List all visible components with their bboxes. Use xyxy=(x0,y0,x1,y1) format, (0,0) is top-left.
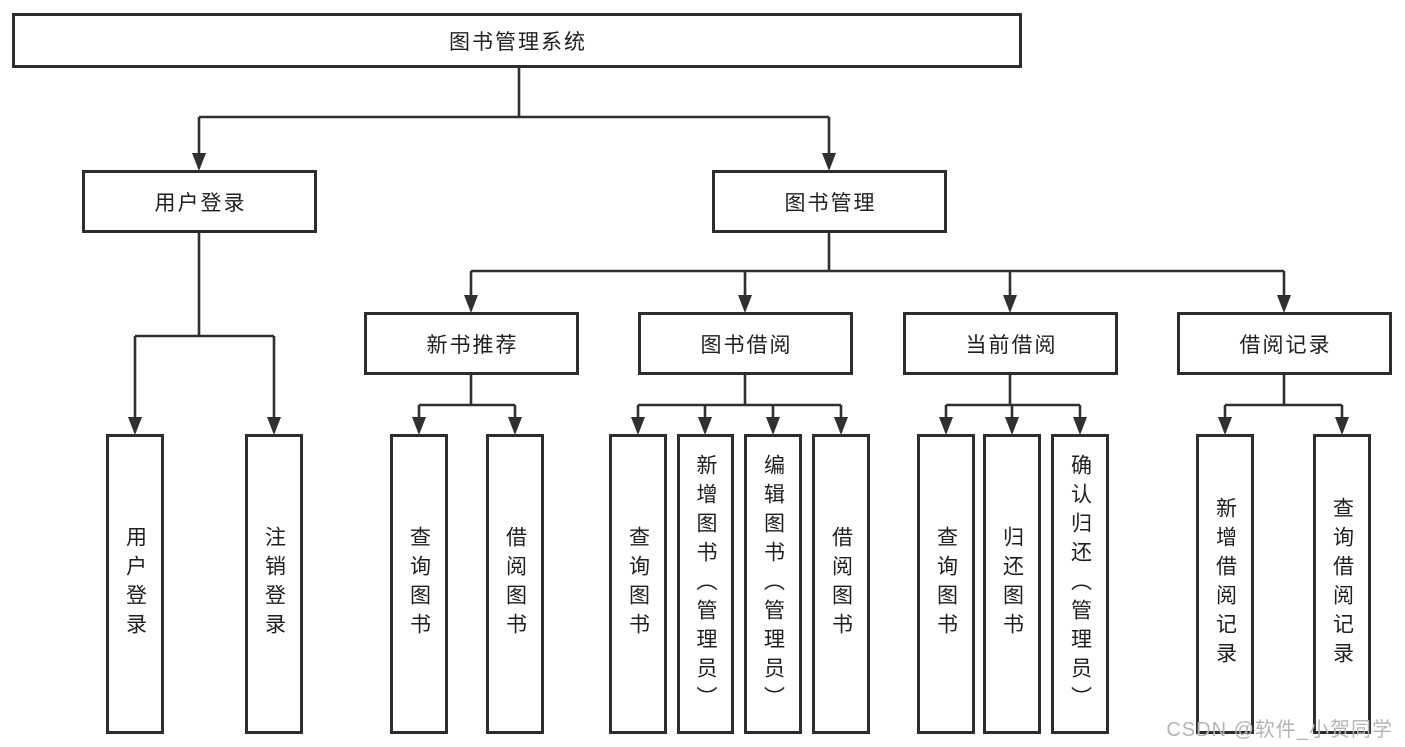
node-borrow-records: 借阅记录 xyxy=(1177,312,1392,375)
leaf-label: 查询图书 xyxy=(407,526,431,642)
leaf-borrow-books-recommend: 借阅图书 xyxy=(486,434,544,734)
leaf-confirm-return-admin: 确认归还（管理员） xyxy=(1051,434,1109,734)
tree-edges xyxy=(133,68,1344,432)
node-book-borrow-label: 图书借阅 xyxy=(700,333,793,357)
leaf-logout: 注销登录 xyxy=(245,434,303,734)
leaf-query-borrow-record: 查询借阅记录 xyxy=(1313,434,1371,734)
leaf-label: 用户登录 xyxy=(123,526,147,642)
csdn-watermark: CSDN @软件_小贺同学 xyxy=(1166,719,1393,741)
node-root: 图书管理系统 xyxy=(12,13,1022,68)
leaf-query-books-borrow: 查询图书 xyxy=(609,434,667,734)
leaf-borrow-books: 借阅图书 xyxy=(812,434,870,734)
node-book-management-label: 图书管理 xyxy=(784,191,877,215)
leaf-label: 新增借阅记录 xyxy=(1213,497,1237,671)
node-new-book-recommend: 新书推荐 xyxy=(364,312,579,375)
node-root-label: 图书管理系统 xyxy=(449,30,587,54)
leaf-return-books: 归还图书 xyxy=(983,434,1041,734)
node-borrow-records-label: 借阅记录 xyxy=(1239,333,1332,357)
leaf-label: 确认归还（管理员） xyxy=(1068,453,1092,715)
leaf-label: 注销登录 xyxy=(262,526,286,642)
leaf-user-login: 用户登录 xyxy=(106,434,164,734)
node-book-borrow: 图书借阅 xyxy=(638,312,853,375)
leaf-label: 借阅图书 xyxy=(829,526,853,642)
leaf-label: 归还图书 xyxy=(1000,526,1024,642)
node-book-management: 图书管理 xyxy=(712,170,947,233)
node-current-borrow-label: 当前借阅 xyxy=(965,333,1058,357)
leaf-query-books-current: 查询图书 xyxy=(917,434,975,734)
node-user-login: 用户登录 xyxy=(82,170,317,233)
leaf-label: 查询借阅记录 xyxy=(1330,497,1354,671)
leaf-query-books-recommend: 查询图书 xyxy=(390,434,448,734)
leaf-label: 编辑图书（管理员） xyxy=(761,453,785,715)
leaf-label: 新增图书（管理员） xyxy=(694,453,717,715)
leaf-edit-books-admin: 编辑图书（管理员） xyxy=(744,434,802,734)
leaf-label: 查询图书 xyxy=(626,526,650,642)
node-user-login-label: 用户登录 xyxy=(154,191,247,215)
node-current-borrow: 当前借阅 xyxy=(903,312,1118,375)
leaf-label: 查询图书 xyxy=(934,526,958,642)
leaf-label: 借阅图书 xyxy=(503,526,527,642)
leaf-add-books-admin: 新增图书（管理员） xyxy=(677,434,734,734)
leaf-add-borrow-record: 新增借阅记录 xyxy=(1196,434,1254,734)
node-new-book-recommend-label: 新书推荐 xyxy=(426,333,519,357)
